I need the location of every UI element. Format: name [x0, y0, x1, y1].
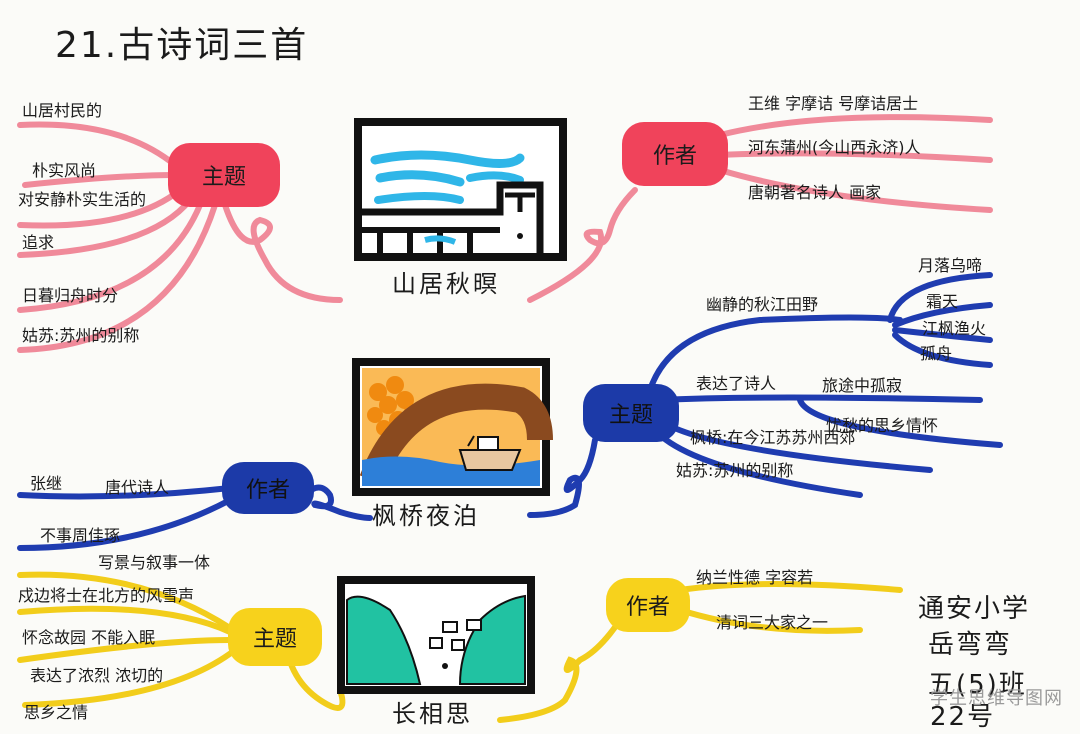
poem3-theme-item: 戍边将士在北方的风雪声	[18, 586, 195, 605]
poem2-theme-item: 表达了诗人	[696, 374, 777, 393]
poem2-theme-item: 姑苏:苏州的别称	[676, 461, 794, 480]
poem2-scene-item: 江枫渔火	[922, 319, 987, 338]
watermark: 学生思维导图网	[930, 688, 1063, 709]
poem3-author-node: 作者	[606, 578, 690, 632]
poem2-scene-item: 月落乌啼	[918, 256, 983, 275]
poem1-theme-item: 山居村民的	[22, 101, 103, 120]
yellow-author-branches	[497, 581, 903, 723]
poem2-author-item: 不事周佳琢	[40, 526, 121, 545]
poem3-theme-node: 主题	[228, 608, 322, 666]
page-title: 21.古诗词三首	[55, 25, 309, 66]
poem1-theme-item: 对安静朴实生活的	[18, 190, 147, 209]
poem2-theme-item: 忧愁的思乡情怀	[826, 416, 939, 435]
blue-author-branches	[17, 484, 373, 551]
signature-number: 22号	[930, 702, 996, 732]
poem3-theme-item: 思乡之情	[24, 703, 89, 722]
poem1-theme-item: 日暮归舟时分	[22, 286, 119, 305]
poem2-scene-item: 孤舟	[920, 344, 953, 363]
picture-maple-bridge	[352, 358, 553, 496]
poem2-author-node: 作者	[222, 462, 314, 514]
red-theme-branches	[17, 121, 343, 353]
poem2-author-item: 写景与叙事一体	[98, 553, 211, 572]
poem1-author-item: 唐朝著名诗人 画家	[748, 183, 882, 202]
poem1-theme-item: 朴实风尚	[32, 161, 97, 180]
poem2-scene-item: 霜天	[926, 292, 959, 311]
poem2-title: 枫桥夜泊	[372, 502, 480, 530]
poem2-theme-item: 幽静的秋江田野	[706, 295, 819, 314]
poem3-theme-item: 怀念故园 不能入眠	[22, 628, 156, 647]
poem1-title: 山居秋暝	[392, 270, 500, 298]
poem3-theme-item: 表达了浓烈 浓切的	[30, 666, 164, 685]
signature-school: 通安小学	[918, 594, 1031, 624]
poem2-author-item: 张继	[30, 474, 63, 493]
signature-name: 岳弯弯	[928, 630, 1013, 660]
poem3-author-item: 清词三大家之一	[716, 613, 829, 632]
poem1-theme-node: 主题	[168, 143, 280, 207]
poem2-theme-item: 旅途中孤寂	[822, 376, 903, 395]
picture-longing	[337, 576, 535, 694]
poem1-theme-item: 追求	[22, 233, 55, 252]
poem2-author-item: 唐代诗人	[105, 478, 170, 497]
poem3-title: 长相思	[392, 700, 473, 728]
poem1-author-node: 作者	[622, 122, 728, 186]
poem1-author-item: 王维 字摩诘 号摩诘居士	[748, 94, 919, 113]
poem2-theme-item: 枫桥:在今江苏苏州西郊	[690, 428, 856, 447]
poem1-theme-item: 姑苏:苏州的别称	[22, 326, 140, 345]
picture-mountain-autumn	[354, 118, 567, 261]
poem1-author-item: 河东蒲州(今山西永济)人	[748, 138, 921, 157]
red-author-branches	[527, 114, 993, 303]
poem3-author-item: 纳兰性德 字容若	[696, 568, 814, 587]
yellow-theme-branches	[17, 571, 346, 711]
signature-class: 五(5)班	[928, 670, 1027, 700]
poem2-theme-node: 主题	[583, 384, 679, 442]
